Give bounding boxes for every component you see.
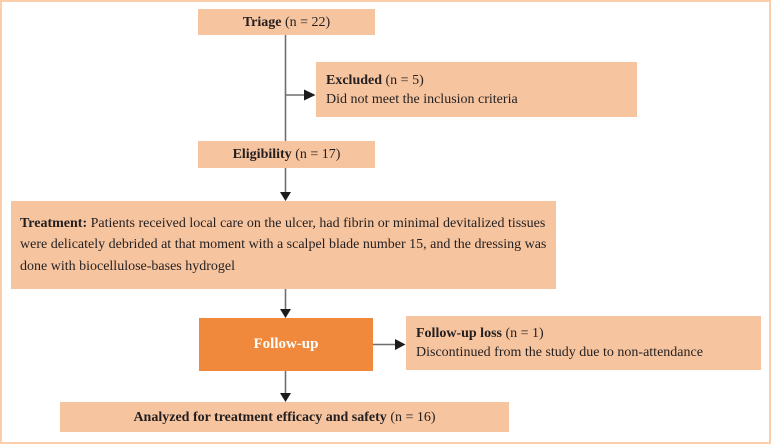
node-excluded-label: Excluded (n = 5) (326, 71, 631, 90)
node-eligibility-count: (n = 17) (291, 147, 341, 162)
node-followup-loss-count: (n = 1) (501, 326, 544, 341)
node-analyzed-count: (n = 16) (386, 409, 436, 425)
node-followup-loss-body: Discontinued from the study due to non-a… (416, 345, 703, 360)
node-treatment-body: Patients received local care on the ulce… (20, 215, 547, 274)
node-followup-loss-title: Follow-up loss (416, 326, 502, 341)
node-eligibility-label: Eligibility (n = 17) (233, 145, 341, 164)
node-eligibility: Eligibility (n = 17) (198, 141, 375, 168)
node-triage-title: Triage (242, 14, 282, 30)
node-eligibility-title: Eligibility (232, 147, 292, 162)
node-followup-label: Follow-up (253, 336, 319, 352)
node-excluded: Excluded (n = 5) Did not meet the inclus… (316, 62, 637, 117)
node-treatment-title: Treatment: (20, 215, 88, 231)
node-analyzed-title: Analyzed for treatment efficacy and safe… (133, 409, 387, 425)
node-treatment: Treatment: Patients received local care … (11, 201, 556, 289)
arrowhead-followup (280, 309, 291, 318)
node-excluded-count: (n = 5) (382, 72, 424, 88)
node-analyzed: Analyzed for treatment efficacy and safe… (60, 402, 509, 432)
node-excluded-body: Did not meet the inclusion criteria (326, 91, 518, 107)
node-triage-label: Triage (n = 22) (243, 13, 330, 32)
node-followup-loss: Follow-up loss (n = 1) Discontinued from… (406, 316, 761, 370)
node-followup-loss-label: Follow-up loss (n = 1) (416, 324, 755, 343)
arrowhead-analyzed (280, 393, 291, 402)
arrowhead-followup-loss (395, 339, 406, 350)
node-excluded-title: Excluded (326, 72, 383, 88)
node-treatment-label: Treatment: Patients received local care … (20, 213, 547, 278)
node-triage: Triage (n = 22) (198, 9, 375, 35)
node-analyzed-label: Analyzed for treatment efficacy and safe… (133, 408, 435, 427)
node-triage-count: (n = 22) (281, 14, 331, 30)
arrowhead-excluded (304, 89, 316, 101)
node-followup: Follow-up (199, 318, 373, 371)
arrowhead-treatment (280, 192, 291, 201)
